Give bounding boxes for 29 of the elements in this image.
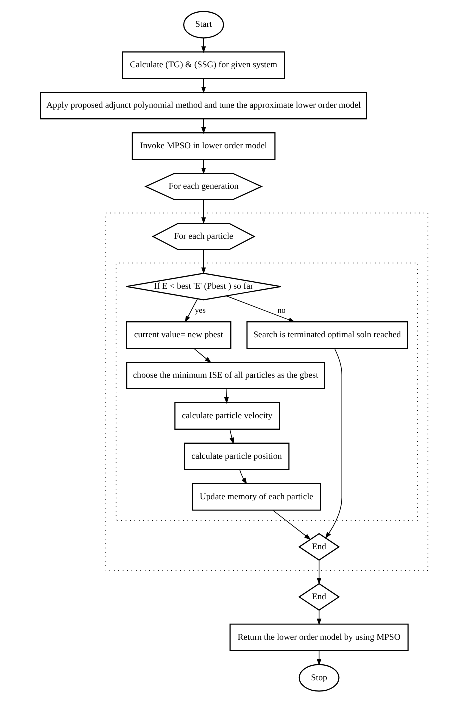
arrow: [239, 470, 247, 485]
node-box: Invoke MPSO in lower order model: [131, 132, 276, 160]
arrow: [229, 429, 234, 444]
cluster: [115, 262, 418, 522]
node-box: Search is terminated optimal soln reached: [246, 322, 408, 350]
node-box: Return the lower order model by using MPSO: [229, 624, 408, 652]
node-ellipse: Stop: [298, 664, 340, 692]
node-box: Apply proposed adjunct polynomial method and tune the approximate lower order model: [40, 92, 367, 120]
edge-label: yes: [194, 306, 206, 316]
arrow: [201, 250, 206, 274]
arrow: [316, 560, 322, 585]
node-box: current value= new pbest: [126, 322, 232, 350]
arrow: [324, 348, 342, 539]
node-box: calculate particle position: [184, 442, 290, 470]
edge-label: no: [277, 306, 286, 316]
arrow: [272, 510, 311, 540]
node-box: Calculate (TG) & (SSG) for given system: [122, 52, 285, 80]
node-diamond: If E < best 'E' (Pbest ) so far: [126, 272, 282, 301]
node-box: Update memory of each particle: [192, 483, 321, 511]
node-ellipse: Start: [182, 11, 224, 39]
arrow: [193, 348, 212, 364]
node-box: choose the minimum ISE of all particles as the gbest: [126, 362, 325, 390]
node-diamond: End: [298, 583, 340, 612]
arrow: [224, 388, 229, 404]
arrow: [201, 200, 206, 224]
cluster: [105, 212, 428, 572]
arrow: [226, 296, 295, 322]
arrow: [184, 298, 198, 323]
node-box: calculate particle velocity: [174, 402, 280, 430]
